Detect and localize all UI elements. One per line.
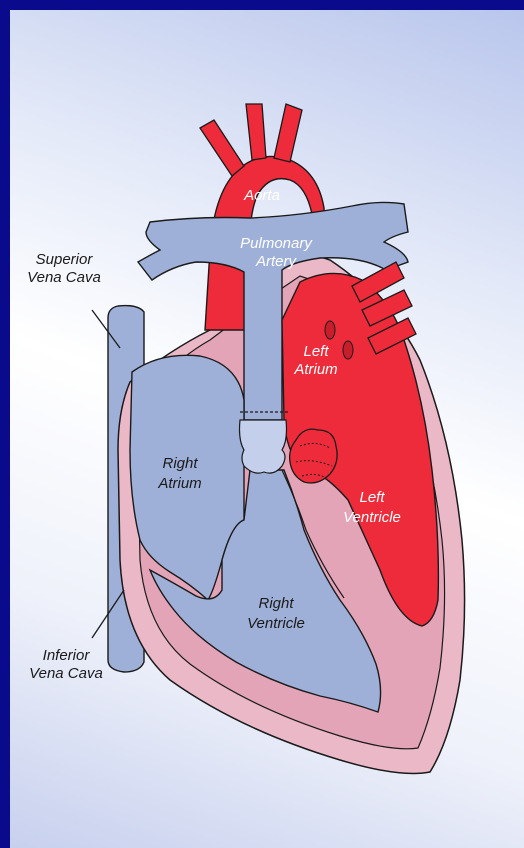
aorta-branch-3: [274, 104, 302, 162]
label-pulmonary-artery-1: Pulmonary: [240, 235, 313, 252]
label-pulmonary-artery-2: Artery: [255, 253, 298, 270]
label-left-atrium-1: Left: [303, 343, 329, 360]
label-left-ventricle-1: Left: [359, 489, 385, 506]
vein-opening-1: [325, 321, 335, 339]
label-right-atrium-1: Right: [162, 455, 198, 472]
aorta-branch-1: [200, 120, 244, 176]
label-superior-vena-cava-1: Superior: [36, 251, 94, 268]
label-left-ventricle-2: Ventricle: [343, 509, 401, 526]
pulmonary-valve: [240, 420, 287, 473]
label-inferior-vena-cava-1: Inferior: [43, 647, 91, 664]
vein-opening-2: [343, 341, 353, 359]
aorta-branch-2: [246, 104, 266, 160]
label-right-ventricle-1: Right: [258, 595, 294, 612]
label-left-atrium-2: Atrium: [293, 361, 337, 378]
label-aorta: Aorta: [243, 187, 280, 204]
label-superior-vena-cava-2: Vena Cava: [27, 269, 101, 286]
label-right-atrium-2: Atrium: [157, 475, 201, 492]
label-inferior-vena-cava-2: Vena Cava: [29, 665, 103, 682]
label-right-ventricle-2: Ventricle: [247, 615, 305, 632]
